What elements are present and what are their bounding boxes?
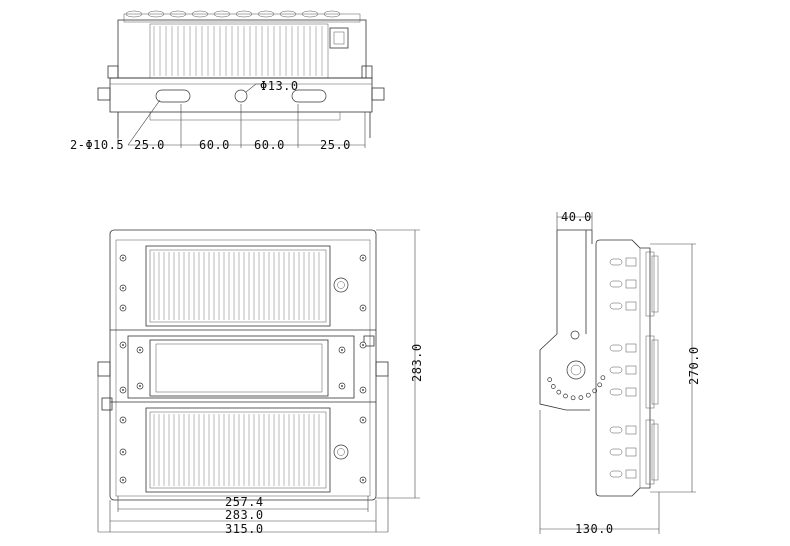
height-dim-side: 270.0	[687, 346, 701, 385]
spacing-dim-4: 25.0	[320, 138, 351, 152]
upper-heatsink-module	[145, 245, 331, 327]
pivot-hole-main	[566, 360, 586, 380]
depth-dim: 130.0	[575, 522, 614, 536]
width-dim-overall: 315.0	[225, 522, 264, 536]
top-heatsink-fins	[153, 26, 323, 76]
spacing-dim-3: 60.0	[254, 138, 285, 152]
driver-box	[127, 335, 355, 399]
spacing-dim-2: 60.0	[199, 138, 230, 152]
left-mount-slot	[155, 89, 191, 103]
lower-cable-gland	[333, 444, 349, 460]
tilt-adjust-holes	[547, 375, 606, 401]
bracket-dim: 40.0	[561, 210, 592, 224]
front-view: 257.4 283.0 315.0 283.0	[97, 229, 424, 536]
top-heatsink-knobs	[125, 10, 341, 18]
width-dim-inner: 257.4	[225, 495, 264, 509]
side-latch-slots	[609, 257, 637, 479]
pivot-hole-upper	[570, 330, 580, 340]
height-dim-front: 283.0	[410, 343, 424, 382]
center-mount-hole	[234, 89, 248, 103]
width-dim-frame: 283.0	[225, 508, 264, 522]
lower-heatsink-module	[145, 407, 331, 493]
right-mount-slot	[291, 89, 327, 103]
upper-cable-gland	[333, 277, 349, 293]
frame-screws	[119, 254, 367, 484]
side-view: 40.0 270.0 130.0	[539, 210, 701, 536]
top-view: Φ13.0 2-Φ10.5 25.0 60.0 60.0 25.0	[70, 10, 385, 152]
center-hole-label: Φ13.0	[260, 79, 299, 93]
mount-hole-label: 2-Φ10.5	[70, 138, 124, 152]
spacing-dim-1: 25.0	[134, 138, 165, 152]
